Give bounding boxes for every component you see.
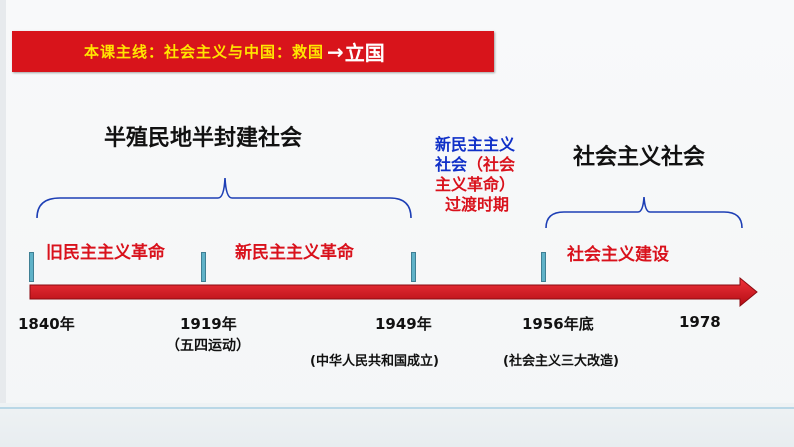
bottom-divider (0, 407, 794, 409)
marker-1949 (411, 252, 416, 282)
brace-semi-colonial (36, 177, 412, 219)
year-1956: 1956年底 (522, 315, 594, 333)
timeline-arrow (29, 276, 758, 308)
era-nd-line1: 新民主主义 (435, 135, 516, 154)
brace-socialist (545, 196, 743, 229)
banner-arrow-icon: → (327, 39, 344, 64)
year-1919: 1919年 (180, 315, 237, 333)
era-nd-paren-open: （社会 (467, 155, 516, 174)
banner-suffix: 立国 (344, 41, 385, 65)
era-semi-colonial: 半殖民地半封建社会 (104, 126, 303, 151)
era-nd-line4: 过渡时期 (445, 195, 510, 214)
theme-banner: 本课主线：社会主义与中国：救国 → 立国 (12, 31, 494, 72)
note-1919: （五四运动） (166, 338, 250, 354)
note-1956: (社会主义三大改造) (503, 354, 619, 369)
era-nd-shehui: 社会 (435, 155, 468, 174)
note-1949: (中华人民共和国成立) (310, 354, 439, 369)
year-1840: 1840年 (18, 315, 75, 333)
era-socialist: 社会主义社会 (573, 145, 706, 170)
bottom-stripe (0, 403, 794, 447)
phase-new-democratic: 新民主主义革命 (235, 243, 354, 263)
banner-prefix: 本课主线：社会主义与中国：救国 (84, 43, 325, 61)
era-nd-line2: 社会（社会 (435, 155, 545, 175)
left-edge-bar (0, 0, 6, 447)
marker-1840 (29, 252, 34, 282)
marker-1956 (541, 252, 546, 282)
year-1949: 1949年 (375, 315, 432, 333)
era-nd-line3: 主义革命） (435, 175, 516, 194)
year-1978: 1978 (679, 313, 721, 331)
phase-socialist-construction: 社会主义建设 (567, 245, 669, 265)
phase-old-democratic: 旧民主主义革命 (46, 243, 165, 263)
marker-1919 (201, 252, 206, 282)
era-new-democratic: 新民主主义 社会（社会 主义革命） 过渡时期 (435, 135, 545, 215)
